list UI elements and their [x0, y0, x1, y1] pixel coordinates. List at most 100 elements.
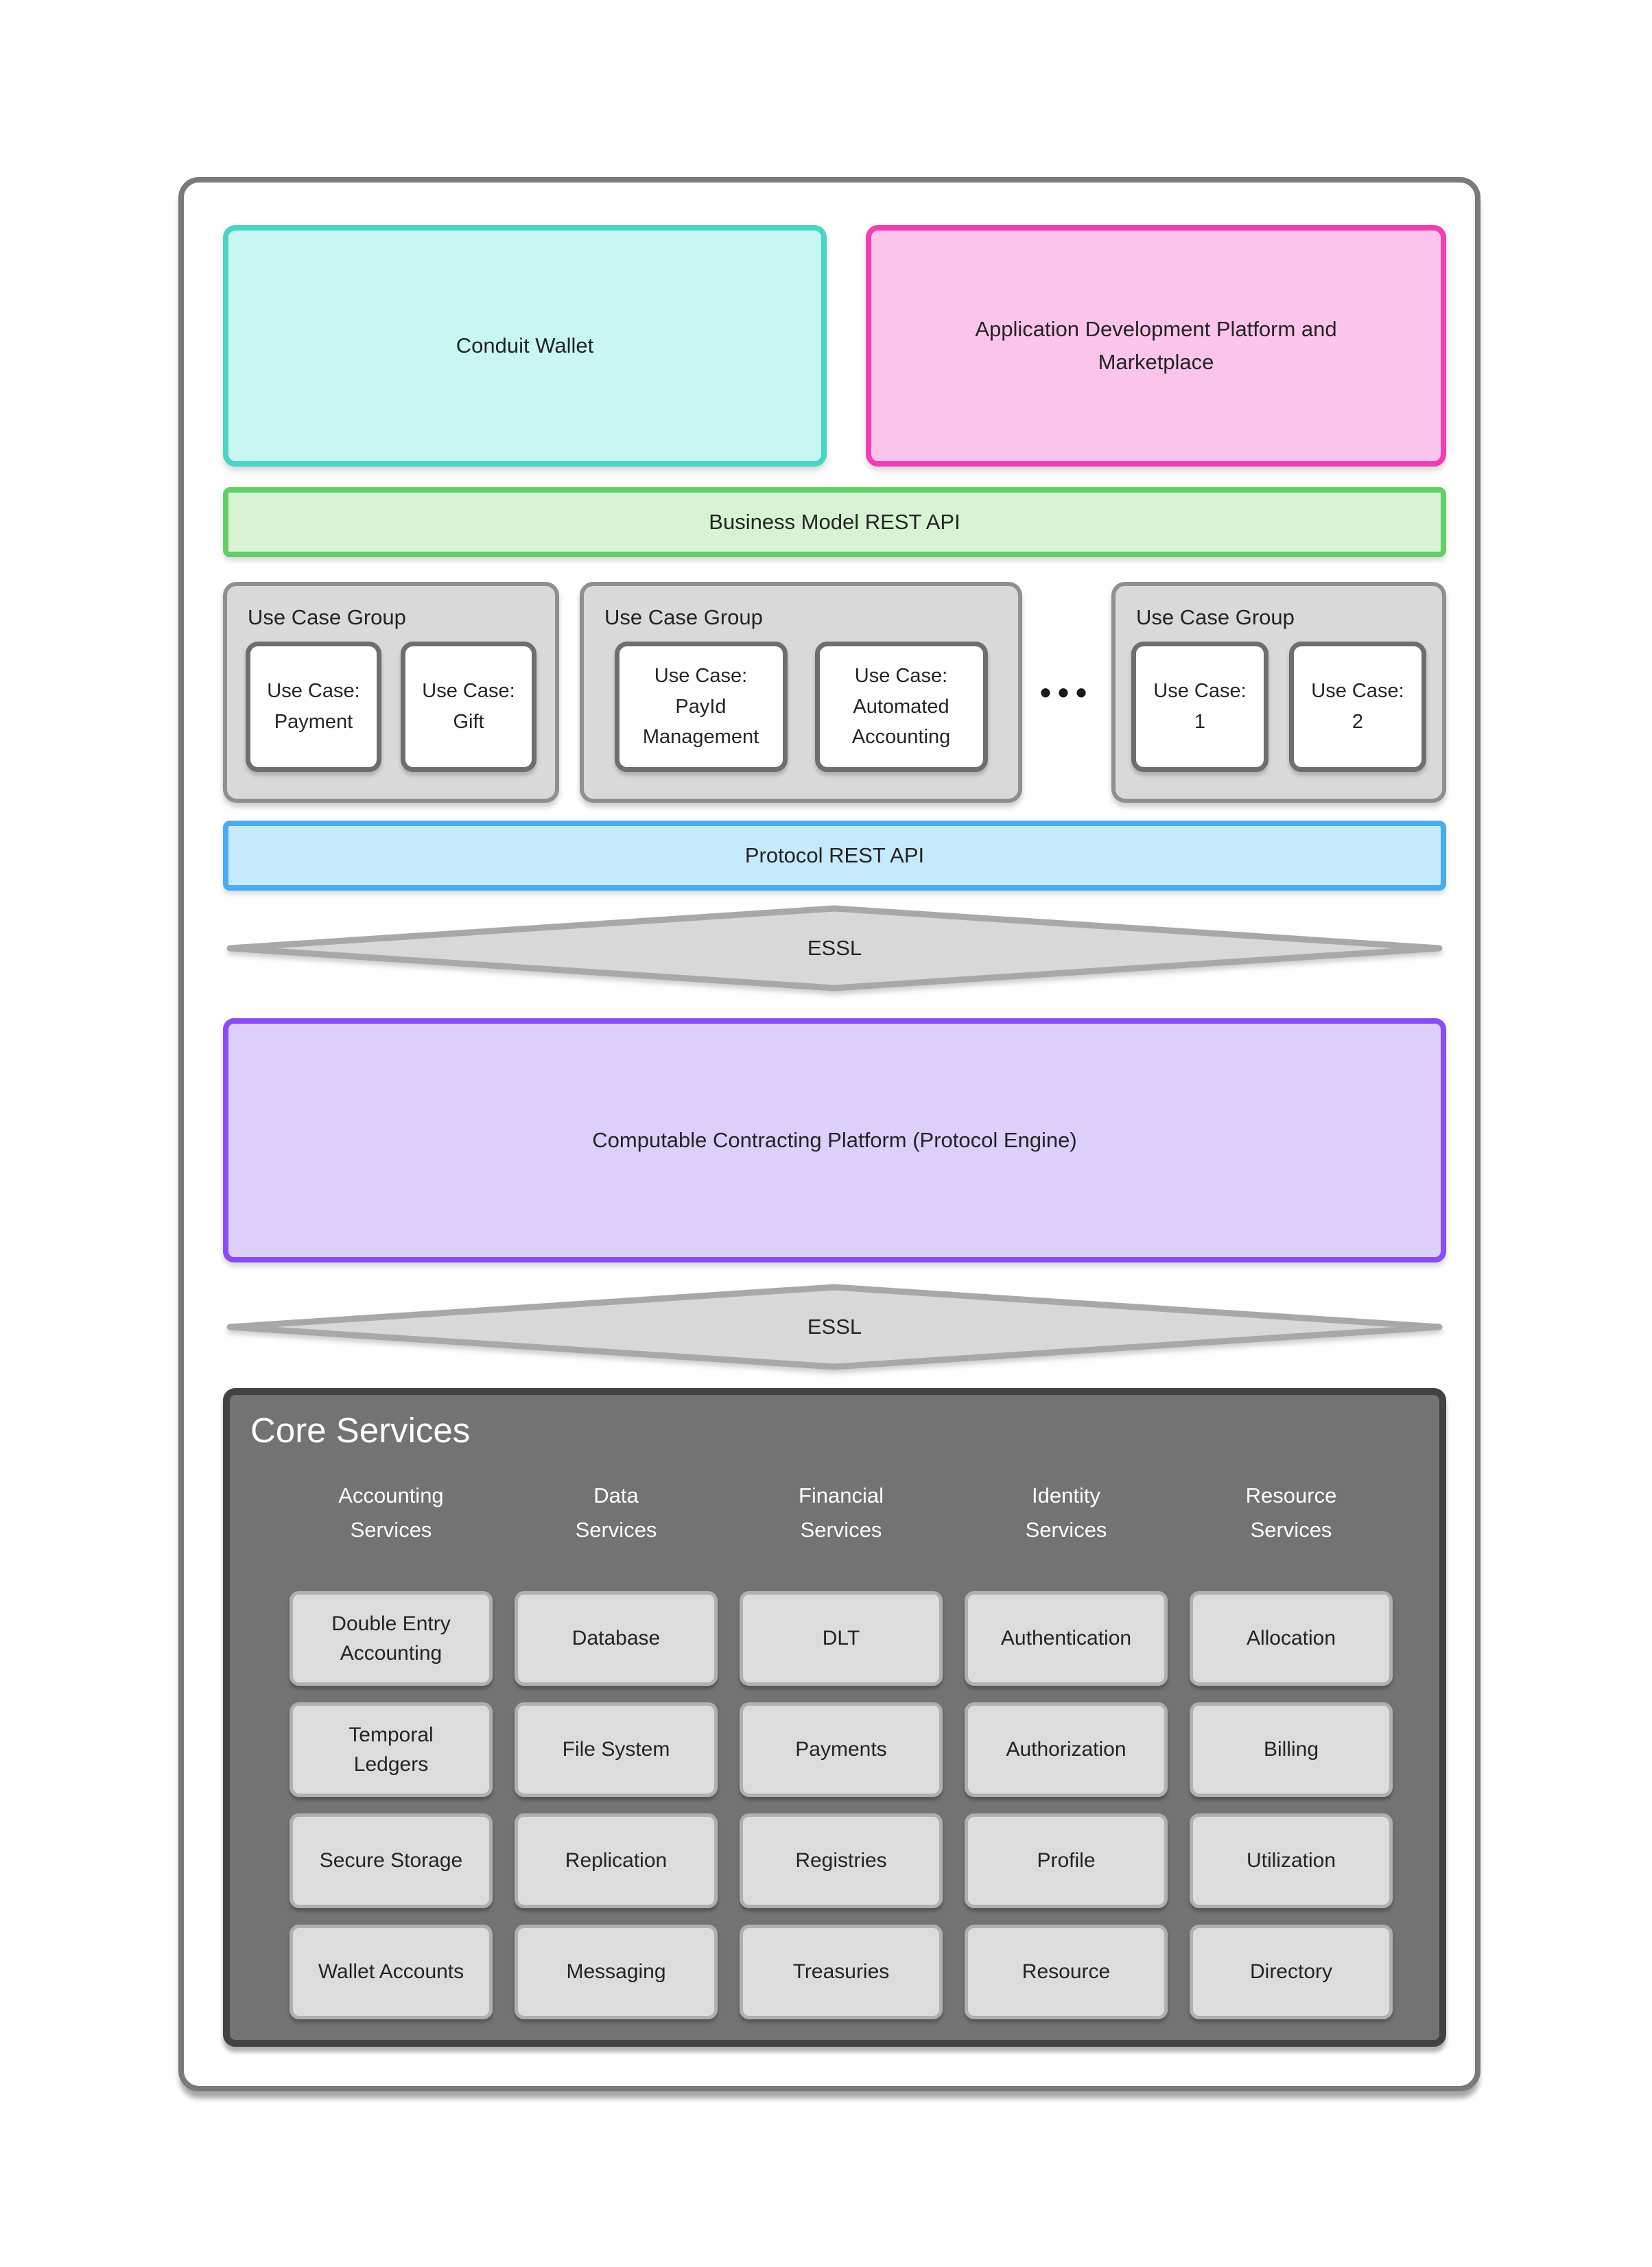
core-service-cell-replication: Replication [515, 1813, 718, 1908]
core-service-cell-file-system: File System [515, 1702, 718, 1797]
use-case-group-3-title: Use Case Group [1136, 605, 1295, 629]
use-case-gift-box: Use Case: Gift [401, 642, 536, 772]
core-column-header-identity: Identity Services [965, 1479, 1168, 1547]
cell-label: Temporal Ledgers [349, 1723, 434, 1776]
business-model-rest-api-bar: Business Model REST API [223, 487, 1446, 557]
use-case-prefix: Use Case: [422, 680, 515, 703]
cell-label: Directory [1249, 1960, 1332, 1984]
use-case-name: 1 [1194, 711, 1206, 733]
header-line: Services [1250, 1517, 1332, 1542]
use-case-name: Gift [453, 711, 484, 733]
cell-label: Allocation [1246, 1627, 1336, 1650]
use-case-2-box: Use Case: 2 [1289, 642, 1426, 772]
cell-label: Billing [1263, 1738, 1319, 1761]
essl-connector-bottom: ESSL [223, 1282, 1446, 1372]
use-case-prefix: Use Case: [267, 680, 360, 703]
core-service-cell-profile: Profile [965, 1813, 1168, 1908]
header-line: Services [1025, 1517, 1107, 1542]
use-case-group-3-cases: Use Case: 1 Use Case: 2 [1116, 642, 1442, 772]
diagram-container: Conduit Wallet Application Development P… [178, 177, 1480, 2091]
use-case-group-2-cases: Use Case: PayId Management Use Case: Aut… [584, 642, 1018, 772]
header-line: Services [350, 1517, 432, 1542]
cell-label: DLT [822, 1627, 860, 1650]
app-platform-label: Application Development Platform and Mar… [975, 316, 1337, 374]
cell-label: Authorization [1006, 1738, 1126, 1761]
cell-label: Wallet Accounts [318, 1960, 464, 1984]
use-case-group-1: Use Case Group Use Case: Payment Use Cas… [223, 582, 559, 803]
core-services-title: Core Services [250, 1411, 471, 1450]
app-platform-box: Application Development Platform and Mar… [866, 225, 1446, 467]
use-case-prefix: Use Case: [654, 664, 748, 687]
cell-label: Replication [565, 1849, 668, 1872]
business-model-rest-api-label: Business Model REST API [709, 510, 960, 534]
core-column-header-resource: Resource Services [1190, 1479, 1393, 1547]
use-case-name: 2 [1352, 711, 1364, 733]
use-case-group-2: Use Case Group Use Case: PayId Managemen… [580, 582, 1022, 803]
protocol-rest-api-bar: Protocol REST API [223, 821, 1446, 891]
cell-label: Authentication [1000, 1627, 1132, 1650]
ellipsis-dots: ••• [1039, 674, 1094, 710]
core-services-panel: Core Services Accounting Services Data S… [223, 1388, 1446, 2047]
essl-shape [226, 1284, 1443, 1370]
cell-label: Resource [1022, 1960, 1111, 1984]
cell-label: Messaging [566, 1960, 666, 1984]
cell-label: Treasuries [792, 1960, 890, 1984]
protocol-engine-label: Computable Contracting Platform (Protoco… [592, 1127, 1077, 1152]
protocol-rest-api-label: Protocol REST API [744, 843, 925, 867]
essl-connector-top: ESSL [223, 903, 1446, 994]
core-column-header-data: Data Services [515, 1479, 718, 1547]
core-service-cell-registries: Registries [740, 1813, 943, 1908]
essl-shape [226, 905, 1443, 991]
use-case-prefix: Use Case: [1311, 680, 1404, 703]
use-case-prefix: Use Case: [854, 664, 948, 687]
use-case-name: PayId Management [642, 695, 759, 749]
cell-label: Registries [795, 1849, 887, 1872]
cell-label: Double Entry Accounting [331, 1612, 451, 1665]
cell-label: Utilization [1246, 1849, 1336, 1872]
protocol-engine-box: Computable Contracting Platform (Protoco… [223, 1018, 1446, 1262]
use-case-payid-management-box: Use Case: PayId Management [614, 642, 788, 772]
core-service-cell-authentication: Authentication [965, 1591, 1168, 1686]
header-line: Identity [1032, 1483, 1100, 1507]
header-line: Resource [1245, 1483, 1337, 1507]
essl-label: ESSL [807, 1315, 862, 1339]
core-service-cell-directory: Directory [1190, 1925, 1393, 2019]
core-service-cell-payments: Payments [740, 1702, 943, 1797]
core-service-cell-wallet-accounts: Wallet Accounts [290, 1925, 493, 2019]
core-column-header-accounting: Accounting Services [290, 1479, 493, 1547]
essl-label: ESSL [807, 936, 862, 960]
header-line: Accounting [338, 1483, 444, 1507]
core-service-cell-resource: Resource [965, 1925, 1168, 2019]
use-case-1-box: Use Case: 1 [1131, 642, 1268, 772]
use-case-group-3: Use Case Group Use Case: 1 Use Case: 2 [1111, 582, 1446, 803]
core-services-grid: Double Entry Accounting Database DLT Aut… [290, 1591, 1393, 2019]
core-service-cell-allocation: Allocation [1190, 1591, 1393, 1686]
core-column-header-financial: Financial Services [740, 1479, 943, 1547]
core-column-headers: Accounting Services Data Services Financ… [290, 1479, 1393, 1547]
header-line: Financial [798, 1483, 884, 1507]
cell-label: Payments [795, 1738, 887, 1761]
cell-label: File System [562, 1738, 670, 1761]
core-service-cell-double-entry-accounting: Double Entry Accounting [290, 1591, 493, 1686]
cell-label: Database [571, 1627, 661, 1650]
core-service-cell-messaging: Messaging [515, 1925, 718, 2019]
use-case-group-1-title: Use Case Group [248, 605, 406, 629]
use-case-name: Payment [274, 711, 353, 733]
use-case-automated-accounting-box: Use Case: Automated Accounting [814, 642, 988, 772]
use-case-prefix: Use Case: [1153, 680, 1247, 703]
core-service-cell-temporal-ledgers: Temporal Ledgers [290, 1702, 493, 1797]
core-service-cell-dlt: DLT [740, 1591, 943, 1686]
core-service-cell-authorization: Authorization [965, 1702, 1168, 1797]
cell-label: Secure Storage [319, 1849, 463, 1872]
conduit-wallet-label: Conduit Wallet [456, 333, 594, 357]
use-case-payment-box: Use Case: Payment [246, 642, 381, 772]
use-case-name: Automated Accounting [851, 695, 951, 749]
conduit-wallet-box: Conduit Wallet [223, 225, 827, 467]
use-case-group-2-title: Use Case Group [604, 605, 763, 629]
core-service-cell-utilization: Utilization [1190, 1813, 1393, 1908]
header-line: Data [593, 1483, 639, 1507]
header-line: Services [575, 1517, 657, 1542]
core-service-cell-database: Database [515, 1591, 718, 1686]
core-service-cell-secure-storage: Secure Storage [290, 1813, 493, 1908]
